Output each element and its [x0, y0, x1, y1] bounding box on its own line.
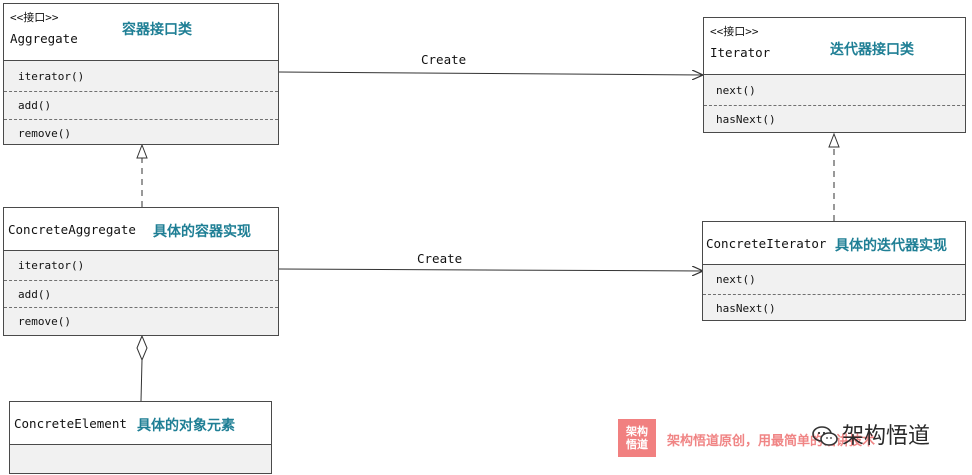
- concrete-aggregate-op: iterator(): [18, 259, 85, 272]
- concrete-aggregate-ops: iterator() add() remove(): [4, 250, 278, 335]
- iterator-class[interactable]: <<接口>> Iterator 迭代器接口类 next() hasNext(): [703, 17, 966, 133]
- create-label-bottom: Create: [417, 251, 463, 266]
- aggregate-name: Aggregate: [10, 31, 78, 46]
- iterator-note: 迭代器接口类: [830, 42, 914, 58]
- concrete-aggregate-class[interactable]: ConcreteAggregate 具体的容器实现 iterator() add…: [3, 207, 279, 336]
- concrete-iterator-note: 具体的迭代器实现: [835, 238, 947, 254]
- aggregation-line: [140, 359, 143, 402]
- concrete-iterator-op: next(): [716, 273, 756, 286]
- association-create-bottom: [278, 269, 703, 271]
- realization-iterator-head: [828, 132, 840, 148]
- concrete-element-header: ConcreteElement 具体的对象元素: [10, 402, 271, 444]
- aggregation-diamond: [136, 334, 148, 362]
- watermark-stamp: 架构悟道: [618, 419, 656, 457]
- concrete-iterator-ops: next() hasNext(): [703, 264, 965, 320]
- concrete-iterator-name: ConcreteIterator: [706, 236, 827, 251]
- concrete-aggregate-header: ConcreteAggregate 具体的容器实现: [4, 208, 278, 250]
- realization-aggregate-head: [136, 143, 148, 159]
- iterator-header: <<接口>> Iterator 迭代器接口类: [704, 18, 965, 74]
- aggregate-op: remove(): [4, 119, 278, 146]
- iterator-stereotype: <<接口>>: [710, 25, 759, 38]
- concrete-aggregate-name: ConcreteAggregate: [8, 222, 136, 237]
- concrete-iterator-class[interactable]: ConcreteIterator 具体的迭代器实现 next() hasNext…: [702, 221, 966, 321]
- concrete-element-name: ConcreteElement: [14, 416, 127, 431]
- iterator-ops: next() hasNext(): [704, 74, 965, 132]
- aggregate-header: <<接口>> Aggregate 容器接口类: [4, 4, 278, 60]
- aggregate-op: iterator(): [18, 70, 85, 83]
- concrete-element-note: 具体的对象元素: [137, 418, 235, 434]
- iterator-name: Iterator: [710, 45, 771, 60]
- aggregate-stereotype: <<接口>>: [10, 11, 59, 24]
- aggregate-op: add(): [4, 91, 278, 118]
- concrete-iterator-header: ConcreteIterator 具体的迭代器实现: [703, 222, 965, 264]
- concrete-aggregate-op: add(): [4, 280, 278, 307]
- concrete-iterator-op: hasNext(): [703, 294, 965, 321]
- concrete-aggregate-note: 具体的容器实现: [153, 224, 251, 240]
- create-label-top: Create: [421, 52, 467, 67]
- association-create-top: [278, 72, 703, 75]
- watermark-brand: 架构悟道: [842, 424, 931, 449]
- aggregate-class[interactable]: <<接口>> Aggregate 容器接口类 iterator() add() …: [3, 3, 279, 145]
- concrete-element-body: [10, 444, 271, 473]
- iterator-op: hasNext(): [704, 105, 965, 132]
- iterator-op: next(): [716, 84, 756, 97]
- aggregate-ops: iterator() add() remove(): [4, 60, 278, 144]
- concrete-element-class[interactable]: ConcreteElement 具体的对象元素: [9, 401, 272, 474]
- concrete-aggregate-op: remove(): [4, 307, 278, 334]
- aggregate-note: 容器接口类: [122, 22, 192, 38]
- wechat-icon: [812, 426, 838, 446]
